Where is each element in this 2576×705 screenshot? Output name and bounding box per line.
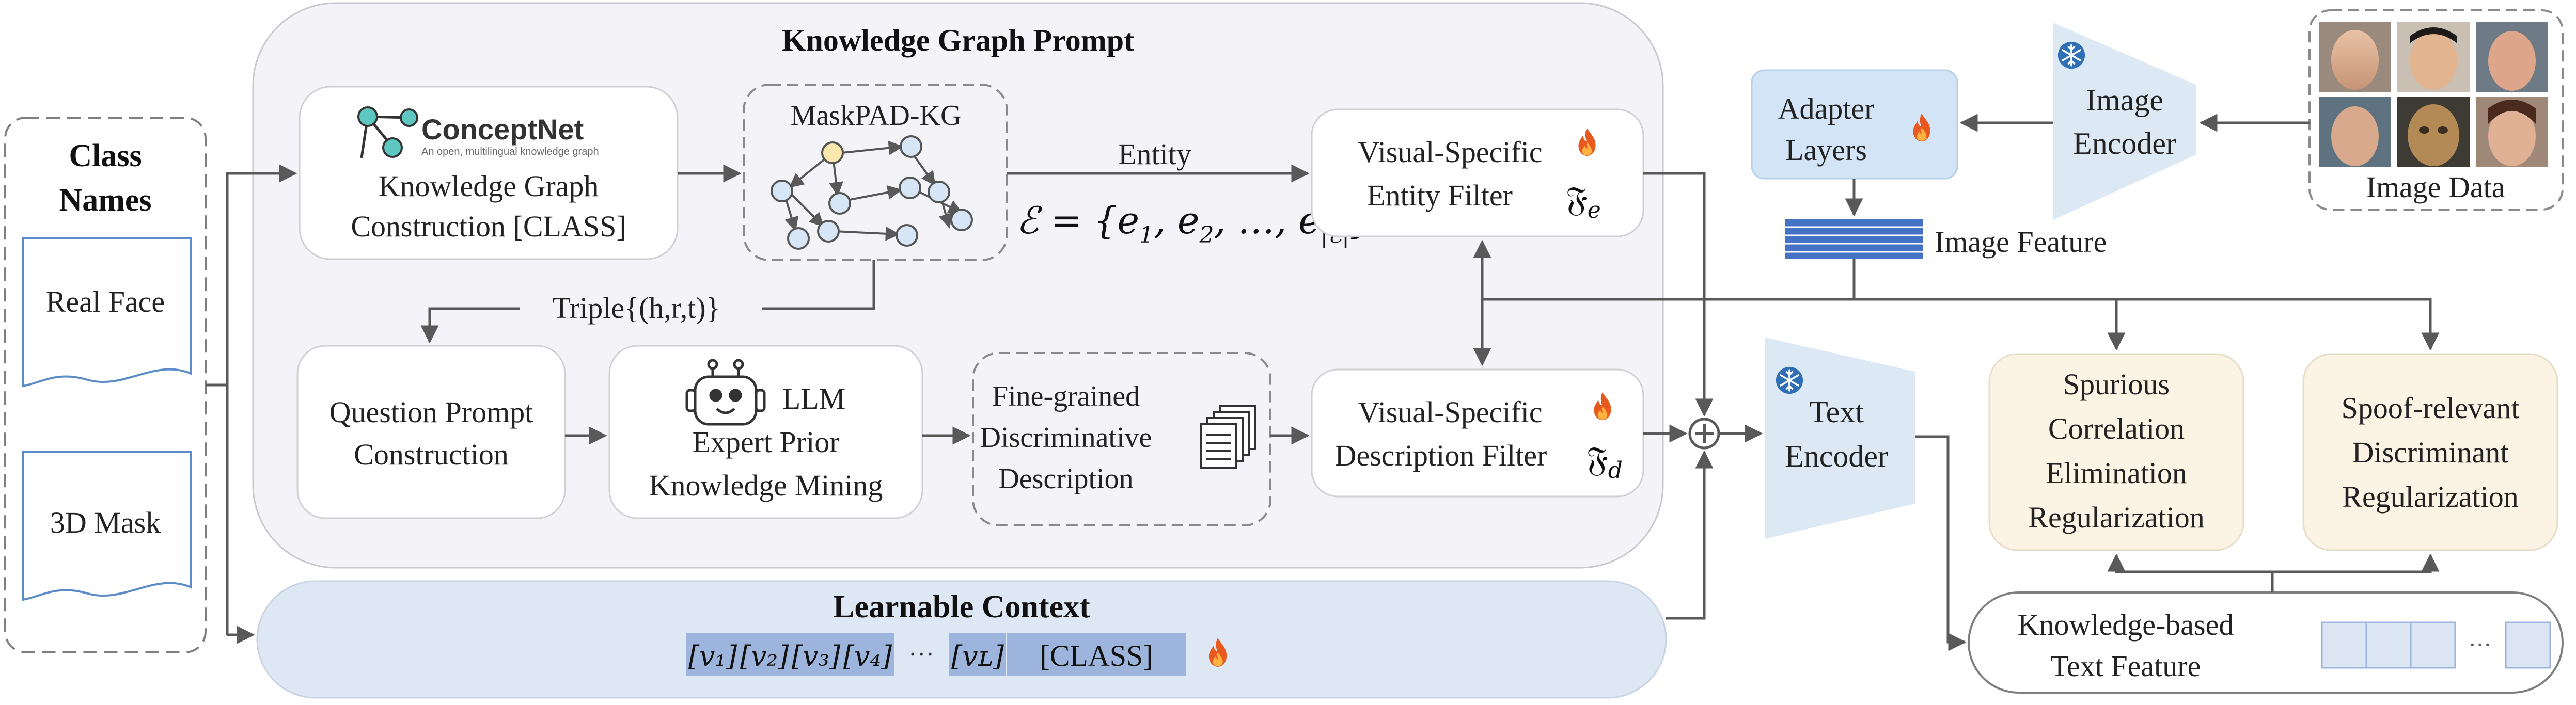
context-token-group (686, 633, 894, 676)
adapter-layers-line2: Layers (1785, 133, 1867, 167)
context-token-v1: [v₁] (688, 640, 737, 672)
llm-line2: Expert Prior (692, 425, 839, 459)
llm-line3: Knowledge Mining (649, 469, 883, 502)
question-prompt-line2: Construction (354, 438, 509, 471)
spoof-relevant-box (2302, 353, 2558, 551)
spoof-line1: Spoof-relevant (2342, 391, 2520, 425)
context-token-dots: ··· (908, 639, 934, 668)
text-feature-cells (2321, 621, 2551, 669)
question-prompt-line1: Question Prompt (329, 395, 533, 429)
spurious-line2: Correlation (2048, 412, 2185, 445)
context-token-vl-bg (949, 633, 1006, 676)
learnable-context-title: Learnable Context (833, 589, 1090, 624)
spoof-line2: Discriminant (2352, 436, 2509, 469)
kg-prompt-title: Knowledge Graph Prompt (782, 23, 1134, 57)
text-feature-line1: Knowledge-based (2018, 608, 2234, 642)
frozen-snowflake-icon (2057, 41, 2085, 69)
description-filter-symbol: 𝔉d (1587, 441, 1623, 484)
frozen-snowflake-icon (1776, 366, 1803, 394)
fine-grained-line1: Fine-grained (992, 380, 1140, 412)
image-encoder-line2: Encoder (2073, 126, 2176, 161)
spurious-line1: Spurious (2063, 367, 2170, 401)
fine-grained-line2: Discriminative (980, 422, 1152, 454)
connector-lines (206, 114, 2440, 651)
doc-3d-mask-label: 3D Mask (50, 506, 161, 539)
maskpad-kg-label: MaskPAD-KG (791, 100, 962, 132)
llm-line1: LLM (782, 382, 845, 415)
class-token: [CLASS] (1040, 639, 1153, 672)
doc-3d-mask: 3D Mask (22, 451, 192, 601)
robot-icon (685, 359, 766, 426)
spurious-line3: Elimination (2046, 456, 2187, 490)
llm-box (608, 345, 923, 519)
conceptnet-tagline: An open, multilingual knowledge graph (421, 146, 599, 157)
face-image-thumbnails (2319, 22, 2548, 167)
spoof-line3: Regularization (2342, 480, 2518, 514)
fine-grained-box (972, 352, 1271, 526)
image-encoder-shape (2053, 23, 2196, 220)
spurious-correlation-box (1988, 353, 2244, 551)
class-names-title-2: Names (59, 183, 151, 218)
class-token-bg (1007, 633, 1186, 676)
fine-grained-line3: Description (998, 463, 1133, 495)
entity-filter-symbol: 𝔉e (1566, 181, 1601, 223)
document-stack-icon (1200, 405, 1256, 469)
entity-filter-line1: Visual-Specific (1358, 135, 1542, 169)
text-feature-dots: ··· (2469, 632, 2491, 658)
image-feature-bar (1785, 219, 1923, 259)
entity-set-formula: ℰ = {e1, e2, …, e|ℰ|} (1016, 199, 1373, 248)
conceptnet-line1: Knowledge Graph (379, 169, 599, 203)
conceptnet-brand: ConceptNet (421, 113, 584, 146)
doc-real-face-label: Real Face (46, 285, 165, 318)
context-token-vl: [vʟ] (951, 640, 1004, 672)
entity-filter-line2: Entity Filter (1367, 179, 1513, 212)
image-feature-label: Image Feature (1935, 225, 2107, 259)
context-token-v3: [v₃] (792, 640, 841, 672)
triple-label: Triple{(h,r,t)} (552, 291, 720, 325)
description-filter-line1: Visual-Specific (1358, 395, 1542, 429)
adapter-layers-line1: Adapter (1778, 92, 1875, 125)
description-filter-line2: Description Filter (1335, 439, 1547, 472)
sum-node-icon (1688, 418, 1720, 450)
text-feature-line2: Text Feature (2051, 649, 2201, 683)
image-encoder-line1: Image (2086, 83, 2163, 117)
image-data-label: Image Data (2366, 170, 2505, 204)
conceptnet-line2: Construction [CLASS] (351, 210, 626, 243)
text-encoder-shape (1765, 338, 1915, 539)
context-token-v2: [v₂] (740, 640, 789, 672)
text-encoder-line1: Text (1809, 395, 1864, 429)
question-prompt-box (296, 345, 566, 519)
doc-real-face: Real Face (22, 237, 192, 388)
spurious-line4: Regularization (2028, 501, 2204, 534)
entity-label: Entity (1118, 137, 1191, 171)
class-names-title: Class (69, 138, 142, 173)
knowledge-graph-nodes (771, 135, 973, 250)
conceptnet-logo-icon (357, 106, 418, 158)
text-encoder-line2: Encoder (1785, 439, 1888, 473)
context-token-v4: [v₄] (843, 640, 892, 672)
